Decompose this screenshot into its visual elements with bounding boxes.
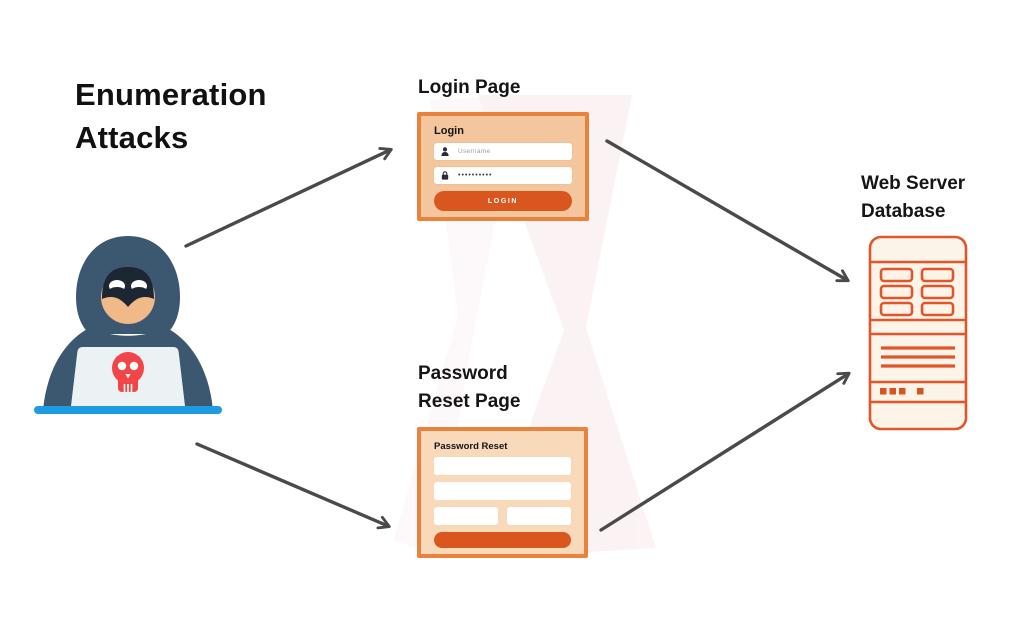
web-server-heading: Web Server Database [861, 173, 966, 222]
reset-field-3[interactable] [434, 507, 498, 525]
login-card-title: Login [434, 125, 464, 137]
arrow-login-page-to-web-server [605, 139, 850, 283]
reset-field-4[interactable] [507, 507, 571, 525]
login-page-heading: Login Page [418, 77, 521, 98]
arrow-hacker-to-password-reset-page [195, 442, 391, 530]
hacker-eyelid-right [130, 287, 148, 297]
login-button[interactable]: LOGIN [434, 191, 572, 211]
page-title: Enumeration Attacks [75, 77, 267, 155]
password-mask-dots: •••••••••• [458, 172, 493, 179]
password-reset-heading: Password Reset Page [418, 363, 521, 412]
arrow-password-reset-page-to-web-server [599, 371, 851, 532]
username-field[interactable]: Username [434, 143, 572, 160]
web-server-icon [868, 235, 968, 431]
lock-icon [441, 171, 449, 180]
password-reset-card: Password Reset [417, 427, 588, 558]
password-reset-card-title: Password Reset [434, 441, 508, 452]
login-page-card: Login Username •••••••••• LOGIN [417, 112, 589, 221]
hacker-eyelid-left [108, 287, 126, 297]
username-placeholder: Username [458, 148, 491, 155]
server-slot-grid [879, 267, 955, 317]
server-indicator-lights [880, 388, 924, 395]
reset-field-2[interactable] [434, 482, 571, 500]
skull-icon [112, 352, 144, 392]
arrow-hacker-to-login-page [184, 147, 393, 248]
reset-field-1[interactable] [434, 457, 571, 475]
hacker-mask [102, 267, 154, 307]
server-vent-lines [881, 346, 955, 368]
hacker-desk-bar [34, 406, 222, 414]
password-reset-submit-button[interactable] [434, 532, 571, 548]
password-field[interactable]: •••••••••• [434, 167, 572, 184]
hacker-illustration [34, 236, 222, 414]
user-icon [441, 147, 449, 156]
